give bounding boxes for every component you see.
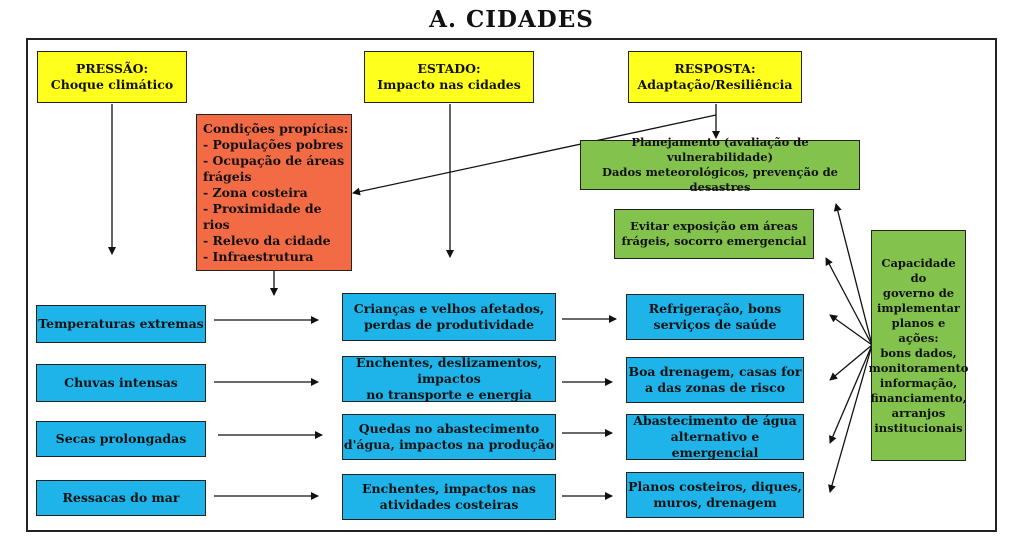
planejamento-box: Planejamento (avaliação de vulnerabilida… (580, 135, 860, 194)
resposta-box-line1: Refrigeração, bons (648, 301, 782, 316)
estado-box-line2: perdas de produtividade (363, 317, 535, 332)
pressao-box-secas: Secas prolongadas (36, 421, 206, 457)
resposta-box-temperaturas: Refrigeração, bons serviços de saúde (626, 294, 804, 340)
condicoes-box: Condições propícias: - Populações pobres… (196, 114, 352, 271)
arrow-cap-2 (825, 257, 873, 346)
arrow-to-condicoes (352, 114, 717, 196)
condicoes-item: - Relevo da cidade (203, 232, 331, 248)
resposta-box-line1: Abastecimento de água (633, 413, 797, 428)
capacidade-line: monitoramento (868, 360, 969, 375)
pressao-box-chuvas: Chuvas intensas (36, 364, 206, 402)
pressao-box-ressacas: Ressacas do mar (36, 480, 206, 516)
resposta-box-line1: Planos costeiros, diques, (628, 479, 802, 494)
pressao-header-line1: PRESSÃO: (75, 61, 149, 76)
pressao-header: PRESSÃO: Choque climático (37, 51, 187, 103)
planejamento-line1: Planejamento (avaliação de vulnerabilida… (631, 135, 809, 164)
estado-box-ressacas: Enchentes, impactos nas atividades coste… (342, 474, 556, 520)
diagram-frame (26, 38, 997, 532)
condicoes-item: - Zona costeira (203, 184, 308, 200)
capacidade-line: planos e ações: (891, 315, 946, 345)
estado-box-secas: Quedas no abastecimento d'água, impactos… (342, 414, 556, 460)
pressao-box-text: Ressacas do mar (62, 490, 180, 505)
pressao-box-text: Chuvas intensas (64, 375, 178, 390)
estado-header-line2: Impacto nas cidades (377, 77, 521, 92)
estado-box-line1: Quedas no abastecimento (358, 421, 540, 436)
arrow-cap-6 (828, 344, 873, 493)
resposta-header-line1: RESPOSTA: (674, 61, 756, 76)
diagram-title: A. CIDADES (429, 6, 594, 33)
resposta-box-line1: Boa drenagem, casas for (628, 364, 802, 379)
condicoes-item: frágeis (203, 168, 252, 184)
arrow-cap-1 (833, 203, 873, 346)
estado-box-line2: no transporte e energia (366, 387, 532, 402)
evitar-box: Evitar exposição em áreas frágeis, socor… (614, 209, 814, 259)
capacidade-box: Capacidade do governo de implementar pla… (868, 230, 969, 461)
evitar-line2: frágeis, socorro emergencial (621, 234, 807, 248)
condicoes-title: Condições propícias: (203, 120, 349, 136)
pressao-header-line2: Choque climático (50, 77, 174, 92)
pressao-box-text: Temperaturas extremas (38, 316, 204, 331)
capacidade-line: governo de (882, 285, 955, 300)
arrow-cap-3 (829, 314, 873, 346)
condicoes-item: - Ocupação de áreas (203, 152, 345, 168)
estado-box-temperaturas: Crianças e velhos afetados, perdas de pr… (342, 293, 556, 341)
capacidade-line: informação, (879, 375, 958, 390)
condicoes-item: - Proximidade de rios (203, 200, 322, 232)
estado-box-line2: atividades costeiras (379, 497, 519, 512)
capacidade-line: institucionais (874, 420, 963, 435)
evitar-line1: Evitar exposição em áreas (630, 219, 798, 233)
arrow-cap-4 (829, 344, 873, 381)
resposta-box-secas: Abastecimento de água alternativo e emer… (626, 413, 804, 460)
resposta-box-chuvas: Boa drenagem, casas for a das zonas de r… (626, 357, 804, 403)
pressao-box-temperaturas: Temperaturas extremas (36, 305, 206, 343)
resposta-box-line2: muros, drenagem (653, 495, 777, 510)
pressao-box-text: Secas prolongadas (55, 431, 187, 446)
resposta-box-ressacas: Planos costeiros, diques, muros, drenage… (626, 472, 804, 518)
estado-box-chuvas: Enchentes, deslizamentos, impactos no tr… (342, 355, 556, 402)
capacidade-line: bons dados, (880, 345, 957, 360)
estado-box-line1: Enchentes, deslizamentos, impactos (355, 355, 543, 386)
planejamento-line2: Dados meteorológicos, prevenção de desas… (602, 165, 838, 194)
estado-header-line1: ESTADO: (417, 61, 481, 76)
estado-box-line2: d'água, impactos na produção (343, 437, 555, 452)
arrow-cap-5 (829, 344, 873, 444)
resposta-header: RESPOSTA: Adaptação/Resiliência (628, 51, 802, 103)
capacidade-line: Capacidade do (881, 255, 956, 285)
estado-box-line1: Enchentes, impactos nas (362, 481, 536, 496)
resposta-box-line2: serviços de saúde (653, 317, 777, 332)
capacidade-line: implementar (877, 300, 960, 315)
capacidade-line: financiamento, (870, 390, 967, 405)
condicoes-item: - Populações pobres (203, 136, 344, 152)
resposta-box-line2: alternativo e emergencial (670, 429, 760, 460)
resposta-header-line2: Adaptação/Resiliência (637, 77, 793, 92)
capacidade-line: arranjos (891, 405, 946, 420)
resposta-box-line2: a das zonas de risco (644, 380, 786, 395)
estado-box-line1: Crianças e velhos afetados, (353, 301, 545, 316)
condicoes-item: - Infraestrutura (203, 248, 314, 264)
estado-header: ESTADO: Impacto nas cidades (364, 51, 534, 103)
